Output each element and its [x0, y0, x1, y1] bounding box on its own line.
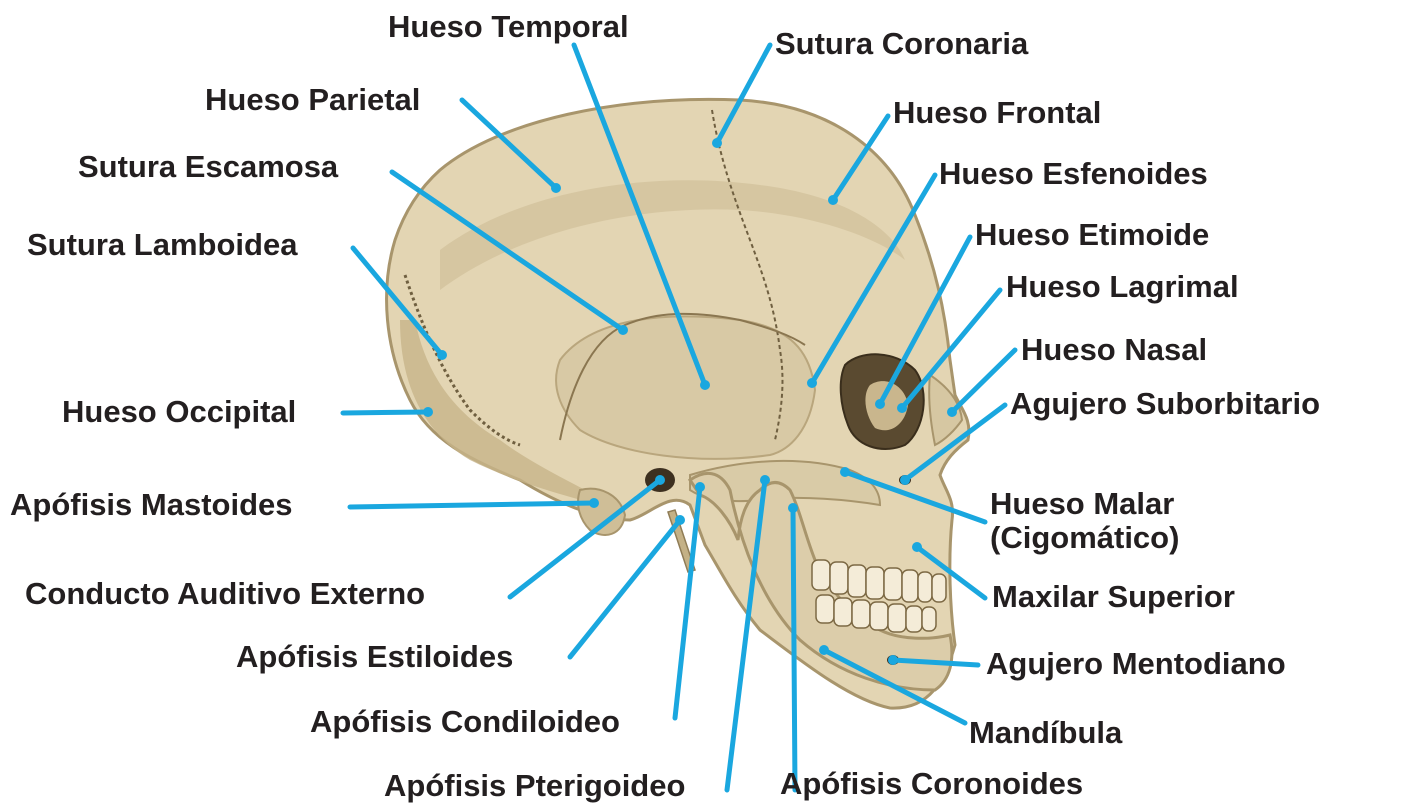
label-apofisis-pterigoideo: Apófisis Pterigoideo — [384, 769, 685, 803]
label-hueso-esfenoides: Hueso Esfenoides — [939, 157, 1208, 191]
leader-apofisis-coronoides — [793, 508, 795, 790]
label-hueso-occipital: Hueso Occipital — [62, 395, 296, 429]
leader-apofisis-estiloides — [570, 520, 680, 657]
label-agujero-mentodiano: Agujero Mentodiano — [986, 647, 1286, 681]
label-agujero-suborbitario: Agujero Suborbitario — [1010, 387, 1320, 421]
label-apofisis-coronoides: Apófisis Coronoides — [780, 767, 1083, 801]
label-hueso-malar: Hueso Malar (Cigomático) — [990, 487, 1179, 555]
label-apofisis-mastoides: Apófisis Mastoides — [10, 488, 293, 522]
label-sutura-coronaria: Sutura Coronaria — [775, 27, 1028, 61]
label-apofisis-condiloideo: Apófisis Condiloideo — [310, 705, 620, 739]
label-maxilar-superior: Maxilar Superior — [992, 580, 1235, 614]
label-mandibula: Mandíbula — [969, 716, 1122, 750]
label-hueso-lagrimal: Hueso Lagrimal — [1006, 270, 1239, 304]
label-hueso-nasal: Hueso Nasal — [1021, 333, 1207, 367]
label-hueso-etimoide: Hueso Etimoide — [975, 218, 1209, 252]
label-sutura-lamboidea: Sutura Lamboidea — [27, 228, 297, 262]
label-hueso-temporal: Hueso Temporal — [388, 10, 629, 44]
leader-apofisis-mastoides — [350, 503, 594, 507]
leader-hueso-occipital — [343, 412, 428, 413]
label-hueso-frontal: Hueso Frontal — [893, 96, 1101, 130]
label-sutura-escamosa: Sutura Escamosa — [78, 150, 338, 184]
label-conducto-auditivo: Conducto Auditivo Externo — [25, 577, 425, 611]
label-hueso-parietal: Hueso Parietal — [205, 83, 420, 117]
label-apofisis-estiloides: Apófisis Estiloides — [236, 640, 513, 674]
